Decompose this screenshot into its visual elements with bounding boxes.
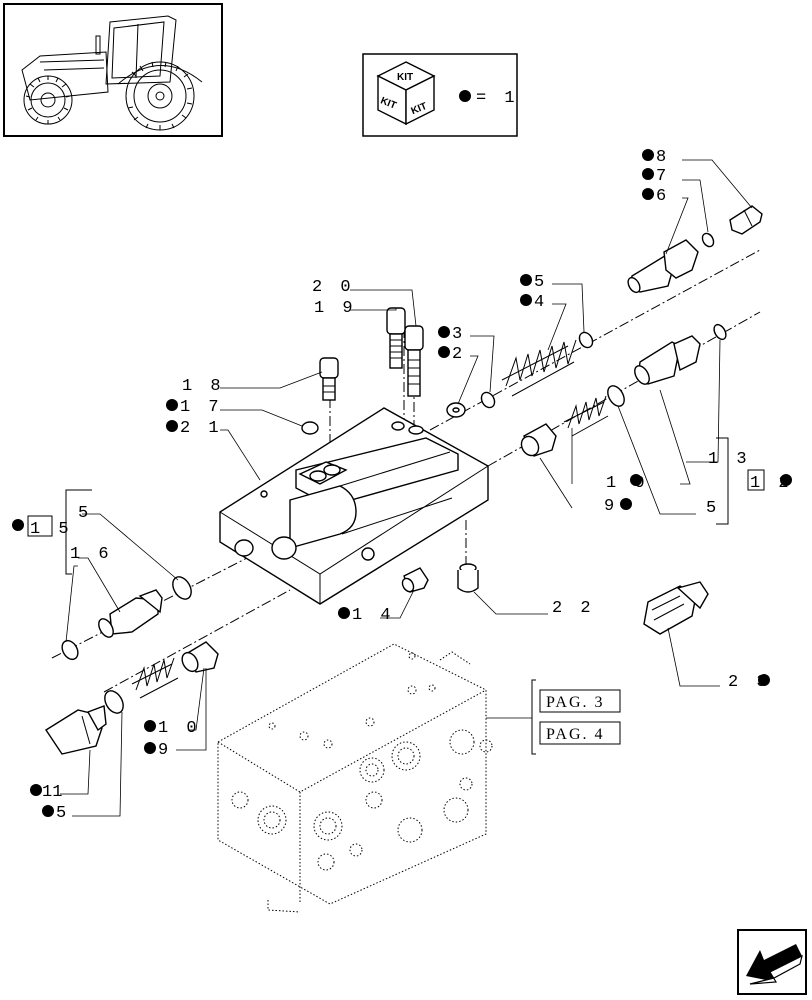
svg-text:2 2: 2 2 [552,599,595,618]
tractor-thumbnail-icon [3,3,223,137]
bolt-20 [404,325,424,397]
plug-11 [45,705,107,755]
page-ref-3[interactable]: PAG. 3 [539,689,621,713]
washer-2 [446,402,466,418]
part-label-4: 4 [520,293,548,312]
svg-text:1 4: 1 4 [352,606,395,625]
svg-text:PAG. 4: PAG. 4 [546,726,605,743]
part-label-20: 2 0 [312,278,355,297]
svg-text:6: 6 [656,187,670,206]
svg-text:2 0: 2 0 [312,278,355,297]
seal-16 [61,639,79,661]
part-label-17: 1 7 [166,398,223,417]
svg-text:2: 2 [452,345,466,364]
svg-text:1 3: 1 3 [708,450,751,469]
svg-text:11: 11 [42,783,62,802]
bracket-pag [531,679,536,755]
fitting-23 [643,581,709,635]
part-label-5-right: 5 [706,499,720,518]
seal-7 [701,232,715,248]
lower-axis-line [103,589,291,693]
svg-text:7: 7 [656,167,670,186]
part-label-14: 1 4 [338,606,395,625]
part-label-5-upper: 5 [520,273,548,292]
seal-5-upper [578,331,594,349]
svg-text:1 0: 1 0 [606,474,649,493]
kit-cube-icon: KIT KIT KIT [376,61,436,126]
part-label-21: 2 1 [166,419,223,438]
spring-10-lower [131,657,179,699]
part-label-12: 1 2 [747,469,793,493]
fitting-15 [98,589,163,638]
spring-4 [501,339,577,397]
svg-text:1 7: 1 7 [180,398,223,417]
screw-14 [401,567,429,593]
part-label-11: 11 [30,783,62,802]
plug-12 [634,335,701,385]
bolt-18 [319,357,339,401]
bracket-15 [65,489,92,575]
piston-9-upper [520,423,557,457]
part-label-7: 7 [642,167,670,186]
svg-text:1 9: 1 9 [314,299,357,318]
kit-legend-text: = 1 [476,89,519,108]
svg-text:PAG. 3: PAG. 3 [546,694,605,711]
svg-text:1 0: 1 0 [158,719,201,738]
kit-legend: KIT KIT KIT = 1 [362,53,519,137]
mid-axis-line [487,311,761,467]
seal-5-left [172,576,192,600]
piston-9-lower [181,641,219,673]
svg-text:1 6: 1 6 [70,545,113,564]
previous-page-arrow-icon[interactable] [737,929,807,995]
svg-text:9: 9 [158,741,172,760]
plug-8 [729,205,763,235]
part-label-9-upper: 9 [604,497,632,516]
page-ref-4[interactable]: PAG. 4 [539,721,621,745]
part-label-8: 8 [642,148,670,167]
svg-text:1 5: 1 5 [30,520,73,539]
part-label-5-lower: 5 [42,804,70,823]
svg-text:1 2: 1 2 [750,474,793,493]
part-label-10-upper: 1 0 [606,474,649,493]
svg-text:5: 5 [56,804,70,823]
kit-label-top: KIT [397,72,413,83]
lower-valve-body [217,643,493,913]
part-label-16: 1 6 [70,545,113,564]
plug-22 [457,563,479,593]
bracket-12 [716,437,729,525]
part-label-18: 1 8 [182,377,225,396]
svg-text:5: 5 [78,504,92,523]
svg-text:2 3: 2 3 [728,673,771,692]
svg-text:2 1: 2 1 [180,419,223,438]
svg-text:4: 4 [534,293,548,312]
adapter-6 [627,239,699,294]
svg-text:5: 5 [706,499,720,518]
svg-text:5: 5 [534,273,548,292]
part-label-13: 1 3 [708,450,751,469]
seal-17 [301,421,319,435]
part-label-19: 1 9 [314,299,357,318]
part-label-6: 6 [642,187,670,206]
part-label-9-lower: 9 [144,741,172,760]
part-label-23: 2 3 [728,673,771,692]
seal-5-lower [104,690,124,714]
part-label-5-left: 5 [78,504,92,523]
svg-text:9: 9 [604,497,618,516]
part-label-15: 1 5 [12,515,73,539]
part-label-3: 3 [438,325,466,344]
seal-3 [480,391,496,409]
spring-10-upper [563,395,609,437]
seal-5-right [607,385,625,407]
seal-13 [713,323,727,341]
svg-text:1 8: 1 8 [182,377,225,396]
svg-text:3: 3 [452,325,466,344]
bolt-19 [386,307,406,369]
svg-text:8: 8 [656,148,670,167]
valve-block [219,407,489,605]
marker-dot-icon [459,90,471,102]
part-label-2: 2 [438,345,466,364]
part-label-10-lower: 1 0 [144,719,201,738]
part-label-22: 2 2 [552,599,595,618]
